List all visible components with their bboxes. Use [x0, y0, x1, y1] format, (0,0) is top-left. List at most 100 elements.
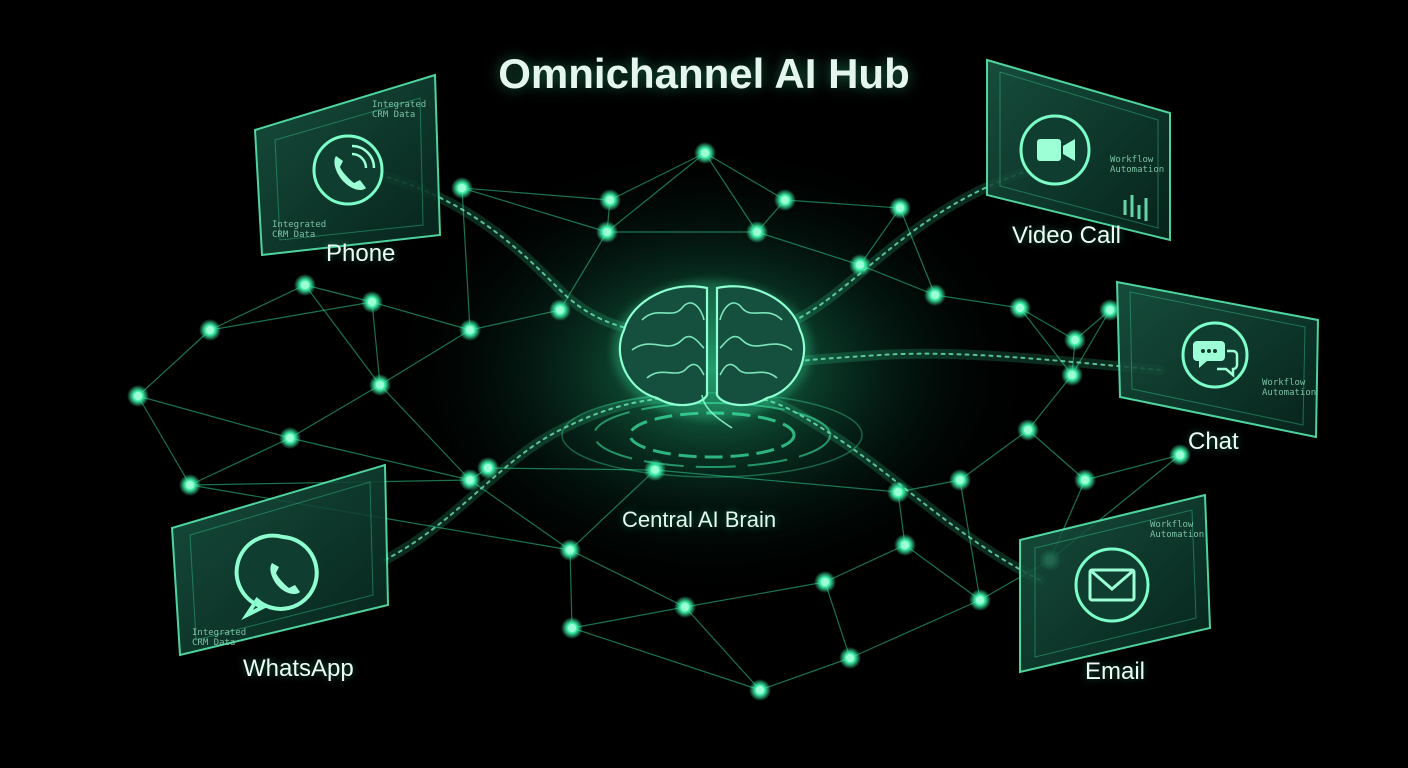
mesh-link — [1071, 309, 1111, 376]
phone-icon — [312, 134, 384, 206]
mesh-link — [704, 152, 758, 233]
mesh-link — [899, 207, 936, 296]
mesh-node — [466, 326, 474, 334]
mesh-link — [137, 395, 291, 439]
chat-bubbles-icon — [1181, 321, 1249, 389]
mesh-node — [186, 481, 194, 489]
mesh-node — [1068, 371, 1076, 379]
channel-label-phone: Phone — [326, 240, 396, 267]
mesh-link — [569, 469, 656, 551]
mesh-node — [896, 204, 904, 212]
mesh-node — [606, 196, 614, 204]
mesh-link — [469, 309, 561, 331]
channel-label-email: Email — [1085, 658, 1146, 685]
whatsapp-icon — [234, 533, 319, 621]
mesh-link — [137, 329, 211, 397]
mesh-link — [959, 429, 1029, 481]
mesh-link — [904, 544, 981, 601]
brain-icon — [612, 280, 812, 429]
network-nodes — [127, 142, 1191, 701]
mesh-node — [756, 686, 764, 694]
mesh-link — [959, 479, 981, 601]
mesh-link — [1084, 454, 1181, 481]
email-panel-text: Workflow Automation — [1150, 520, 1205, 540]
mesh-link — [571, 627, 761, 691]
phone-panel-text-top: Integrated CRM Data — [372, 100, 427, 120]
mesh-link — [849, 599, 981, 659]
mesh-link — [304, 284, 381, 386]
mesh-link — [379, 384, 471, 481]
whatsapp-panel-text: Integrated CRM Data — [192, 628, 247, 648]
mesh-link — [1027, 429, 1086, 481]
mesh-link — [289, 384, 381, 439]
mesh-link — [461, 187, 611, 201]
mesh-link — [859, 207, 901, 266]
mesh-node — [781, 196, 789, 204]
mesh-node — [846, 654, 854, 662]
mesh-node — [753, 228, 761, 236]
mesh-link — [934, 294, 1021, 309]
mesh-link — [461, 187, 471, 331]
mesh-link — [684, 581, 826, 608]
mesh-link — [704, 152, 786, 201]
mesh-node — [856, 261, 864, 269]
mesh-link — [209, 301, 373, 331]
mesh-link — [469, 479, 571, 551]
mesh-link — [189, 437, 291, 486]
mesh-node — [651, 466, 659, 474]
mesh-link — [137, 395, 191, 486]
mesh-link — [784, 199, 901, 209]
mesh-link — [1019, 307, 1073, 376]
mesh-node — [458, 184, 466, 192]
mesh-node — [681, 603, 689, 611]
mesh-link — [606, 152, 706, 233]
mesh-node — [1016, 304, 1024, 312]
channel-label-whatsapp: WhatsApp — [243, 655, 354, 682]
mesh-link — [684, 606, 761, 691]
mesh-node — [1176, 451, 1184, 459]
phone-panel-text-bottom: Integrated CRM Data — [272, 220, 327, 240]
mesh-link — [571, 606, 686, 629]
mesh-node — [301, 281, 309, 289]
mesh-link — [859, 264, 936, 296]
diagram-title: Omnichannel AI Hub — [498, 50, 910, 97]
video-panel-text: Workflow Automation — [1110, 155, 1165, 175]
video-camera-icon — [1019, 114, 1091, 186]
mesh-node — [931, 291, 939, 299]
mesh-link — [379, 329, 471, 386]
center-label: Central AI Brain — [622, 507, 777, 532]
mesh-link — [759, 657, 851, 691]
channel-label-chat: Chat — [1188, 428, 1239, 455]
mesh-node — [134, 392, 142, 400]
mesh-node — [701, 149, 709, 157]
mesh-node — [603, 228, 611, 236]
mesh-node — [1024, 426, 1032, 434]
mesh-link — [289, 437, 471, 481]
mesh-link — [371, 301, 471, 331]
mesh-link — [1027, 374, 1073, 431]
mesh-link — [371, 301, 381, 386]
mesh-node — [901, 541, 909, 549]
mesh-node — [956, 476, 964, 484]
mesh-node — [1071, 336, 1079, 344]
mesh-node — [566, 546, 574, 554]
mesh-node — [976, 596, 984, 604]
mesh-link — [654, 469, 899, 493]
mesh-link — [756, 231, 861, 266]
chat-panel-text: Workflow Automation — [1262, 378, 1317, 398]
mesh-link — [824, 581, 851, 659]
mesh-node — [376, 381, 384, 389]
mesh-node — [206, 326, 214, 334]
mesh-node — [568, 624, 576, 632]
mesh-link — [569, 549, 686, 608]
mesh-node — [484, 464, 492, 472]
channel-label-video-call: Video Call — [1012, 222, 1121, 249]
mesh-link — [609, 152, 706, 201]
mesh-link — [487, 467, 656, 471]
mesh-node — [466, 476, 474, 484]
mesh-node — [821, 578, 829, 586]
mesh-link — [304, 284, 373, 303]
mesh-node — [286, 434, 294, 442]
mesh-node — [1081, 476, 1089, 484]
